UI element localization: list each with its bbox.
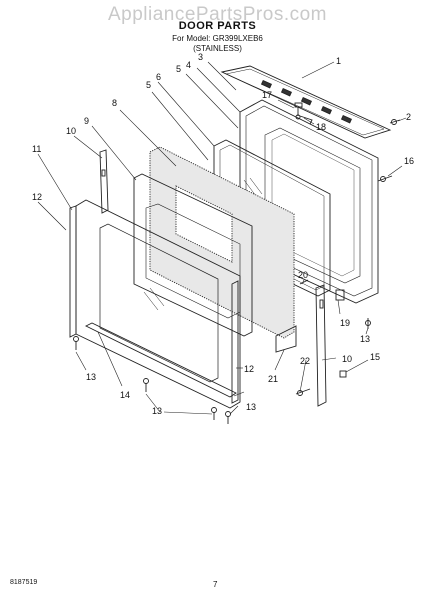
document-id: 8187519 [10, 579, 38, 586]
callout-1: 1 [336, 56, 341, 66]
callout-22: 22 [300, 356, 310, 366]
callout-6: 6 [156, 72, 161, 82]
callout-11: 11 [32, 144, 41, 154]
right-trim [231, 280, 239, 404]
callout-14: 14 [120, 390, 130, 400]
callout-13a: 13 [86, 372, 96, 382]
vent-trim [220, 65, 392, 139]
screw-16 [377, 175, 393, 182]
callout-8: 8 [112, 98, 117, 108]
model-line: For Model: GR399LXEB6 [172, 34, 263, 43]
right-hinge [299, 279, 345, 407]
callout-17: 17 [262, 90, 272, 100]
variant-line: (STAINLESS) [193, 44, 242, 53]
callout-2: 2 [406, 112, 411, 122]
callout-20: 20 [298, 270, 308, 280]
callout-5a: 5 [176, 64, 181, 74]
callout-labels: 1 2 3 4 5 5 6 7 8 9 10 10 11 12 12 13 13… [32, 52, 414, 416]
callout-21: 21 [268, 374, 278, 384]
screws-13 [73, 318, 371, 424]
callout-12a: 12 [32, 192, 42, 202]
screw-22-clip-15 [295, 370, 347, 396]
callout-16: 16 [404, 156, 414, 166]
callout-13d: 13 [360, 334, 370, 344]
leader-lines [37, 61, 407, 415]
page-title: DOOR PARTS [178, 20, 257, 32]
callout-18: 18 [316, 122, 326, 132]
callout-5b: 5 [146, 80, 151, 90]
callout-13b: 13 [152, 406, 162, 416]
callout-12b: 12 [244, 364, 254, 374]
callout-10b: 10 [342, 354, 352, 364]
callout-4: 4 [186, 60, 191, 70]
callout-15: 15 [370, 352, 380, 362]
hinge-bracket-left [99, 149, 109, 214]
callout-10a: 10 [66, 126, 76, 136]
screw-2 [389, 119, 401, 125]
callout-13c: 13 [246, 402, 256, 412]
page-number: 7 [213, 580, 218, 589]
watermark: AppliancePartsPros.com [107, 4, 328, 25]
bottom-trim [84, 322, 237, 398]
callout-19: 19 [340, 318, 350, 328]
callout-9: 9 [84, 116, 89, 126]
callout-3: 3 [198, 52, 203, 62]
side-trim [69, 205, 77, 338]
door-stop-bracket [275, 325, 297, 353]
